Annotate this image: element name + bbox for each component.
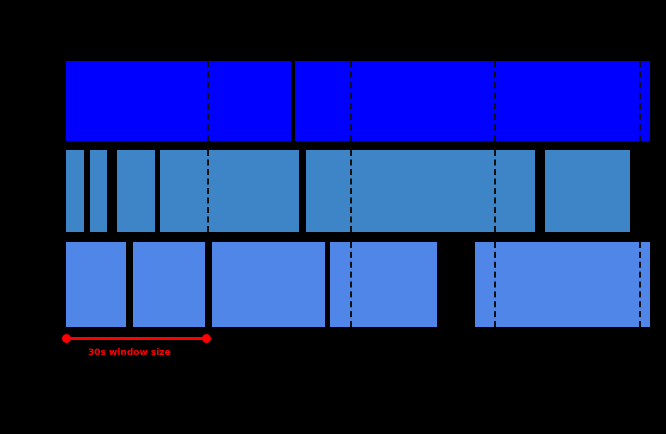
timeline-lane-row1 [0, 61, 666, 141]
timeline-lane-row2 [0, 150, 666, 232]
timeline-segment [66, 61, 291, 141]
timeline-segment [306, 150, 535, 232]
timeline-segment [133, 242, 205, 327]
timeline-segment [66, 242, 126, 327]
timeline-segment [90, 150, 107, 232]
timeline-segment [545, 150, 630, 232]
timeline-segment [117, 150, 155, 232]
timeline-lane-row3 [0, 242, 666, 327]
timeline-segment [295, 61, 650, 141]
timeline-segment [330, 242, 437, 327]
timeline-segment [160, 150, 299, 232]
timeline-segment [212, 242, 325, 327]
window-size-measure-line [66, 337, 207, 340]
window-size-label: 30s window size [88, 348, 171, 358]
timeline-segment [66, 150, 84, 232]
timeline-segment [475, 242, 650, 327]
window-size-cap-left [62, 334, 71, 343]
window-size-cap-right [202, 334, 211, 343]
